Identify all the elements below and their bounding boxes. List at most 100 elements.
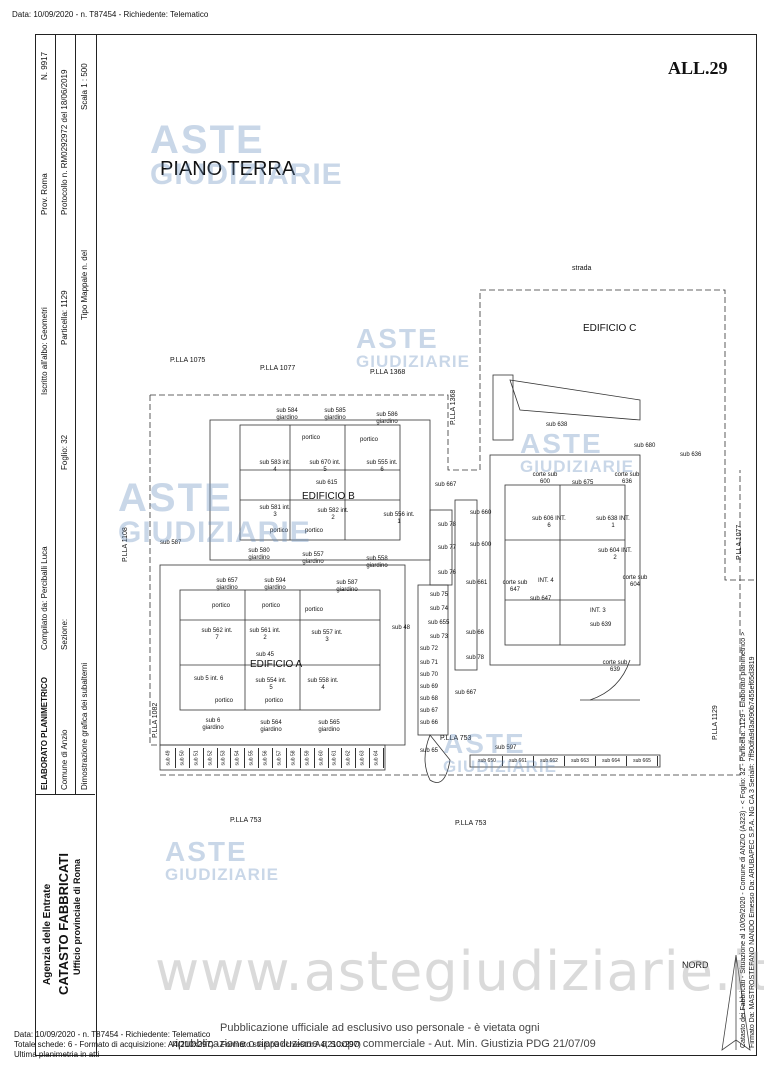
sub-label: sub 680	[634, 443, 656, 449]
strada-label: strada	[572, 265, 592, 272]
edificio-b-label: EDIFICIO B	[302, 491, 355, 502]
sub-label: sub 581 int. 3	[259, 505, 291, 518]
garage-cell: sub 57	[273, 748, 287, 768]
sub-label: sub 557 int. 3	[311, 630, 343, 643]
sub-label: sub 615	[316, 480, 338, 486]
garage-cell: sub 64	[370, 748, 384, 768]
sub-label: corte sub 604	[622, 575, 648, 588]
plla-1082: P.LLA 1082	[152, 702, 159, 738]
sub-label: sub 77	[438, 545, 457, 551]
publication-notice-1: Pubblicazione ufficiale ad esclusivo uso…	[220, 1022, 540, 1034]
garage-cell: sub 53	[218, 748, 232, 768]
sub-label: sub 638 INT. 1	[596, 516, 630, 529]
sub-label: sub 597	[495, 745, 517, 751]
sub-label: sub 66	[466, 630, 485, 636]
sub-label: portico	[215, 698, 234, 704]
sub-label: sub 45	[256, 652, 275, 658]
sub-label: portico	[265, 698, 284, 704]
garage-cell: sub 52	[204, 748, 218, 768]
sub-label: sub 587	[160, 540, 182, 546]
sub-label: sub 585 giardino	[324, 408, 346, 421]
sub-label: sub 71	[420, 660, 439, 666]
plla-1077-v: P.LLA 1077	[736, 524, 743, 560]
sub-label: sub 565 giardino	[318, 720, 340, 733]
garage-cell: sub 665	[627, 756, 658, 766]
plla-1368: P.LLA 1368	[370, 369, 405, 376]
sub-label: sub 639	[590, 622, 612, 628]
garage-cell: sub 661	[503, 756, 534, 766]
plla-753-b: P.LLA 753	[230, 817, 262, 824]
sub-label: sub 604 INT. 2	[598, 548, 632, 561]
sub-label: sub 73	[430, 634, 449, 640]
sub-label: portico	[212, 603, 231, 609]
garage-cell: sub 51	[190, 748, 204, 768]
sub-label: corte sub 636	[614, 472, 640, 485]
garage-cell: sub 59	[301, 748, 315, 768]
garage-cell: sub 56	[259, 748, 273, 768]
sub-label: INT. 3	[590, 608, 606, 614]
sub-label: sub 657 giardino	[216, 578, 238, 591]
north-label: NORD	[682, 960, 709, 970]
sub-label: sub 65	[420, 748, 439, 754]
garage-cell: sub 55	[245, 748, 260, 768]
garage-cell: sub 58	[287, 748, 301, 768]
sub-label: sub 556 int. 1	[383, 512, 415, 525]
floor-title: PIANO TERRA	[160, 158, 296, 180]
sub-label: sub 74	[430, 606, 449, 612]
panel-divider-1	[55, 34, 56, 794]
sub-label: sub 67	[420, 708, 439, 714]
sub-label: sub 638	[546, 422, 568, 428]
sub-label: sub 584 giardino	[276, 408, 298, 421]
garage-cell: sub 664	[596, 756, 627, 766]
garage-cell: sub 61	[329, 748, 343, 768]
garage-cell: sub 650	[472, 756, 503, 766]
garage-cell: sub 50	[176, 748, 190, 768]
sub-label: sub 72	[420, 646, 439, 652]
watermark-url: www.astegiudiziarie.it	[155, 940, 764, 1003]
garage-cell: sub 662	[534, 756, 565, 766]
sub-label: sub 558 int. 4	[307, 678, 339, 691]
sub-label: portico	[262, 603, 281, 609]
plla-753-c: P.LLA 753	[455, 820, 487, 827]
garage-cell: sub 54	[231, 748, 246, 768]
sub-label: sub 636	[680, 452, 702, 458]
footer-ultima-line: Ultima planimetria in atti	[14, 1050, 100, 1059]
sub-label: sub 66	[420, 720, 439, 726]
sub-label: corte sub 639	[602, 660, 628, 673]
footer-schede-line: Totale schede: 6 - Formato di acquisizio…	[14, 1040, 361, 1049]
sub-label: portico	[360, 437, 379, 443]
sub-label: portico	[305, 607, 324, 613]
sub-label: sub 558 giardino	[366, 556, 388, 569]
sub-label: sub 68	[420, 696, 439, 702]
plla-1129: P.LLA 1129	[712, 705, 719, 740]
sub-label: portico	[270, 528, 289, 534]
sub-label: corte sub 647	[502, 580, 528, 593]
sub-label: sub 70	[420, 672, 439, 678]
sub-label: sub 555 int. 6	[366, 460, 398, 473]
edificio-c-label: EDIFICIO C	[583, 323, 637, 334]
sub-label: sub 75	[430, 592, 449, 598]
sub-label: sub 587 giardino	[336, 580, 358, 593]
sub-label: sub 5 int. 6	[194, 676, 224, 682]
sub-label: INT. 4	[538, 578, 554, 584]
garage-cell: sub 60	[315, 748, 329, 768]
sub-label: sub 660	[470, 510, 492, 516]
publication-notice-2: ripubblicazione o riproduzione a scopo c…	[172, 1038, 596, 1050]
sub-label: sub 647	[530, 596, 552, 602]
plla-753-a: P.LLA 753	[440, 735, 472, 742]
sub-label: portico	[305, 528, 324, 534]
plla-1368-v: P.LLA 1368	[450, 389, 457, 425]
sub-label: sub 667	[435, 482, 457, 488]
sub-label: sub 554 int. 5	[255, 678, 287, 691]
sub-label: sub 670 int. 5	[309, 460, 341, 473]
sub-label: sub 557 giardino	[302, 552, 324, 565]
sub-label: sub 78	[466, 655, 485, 661]
